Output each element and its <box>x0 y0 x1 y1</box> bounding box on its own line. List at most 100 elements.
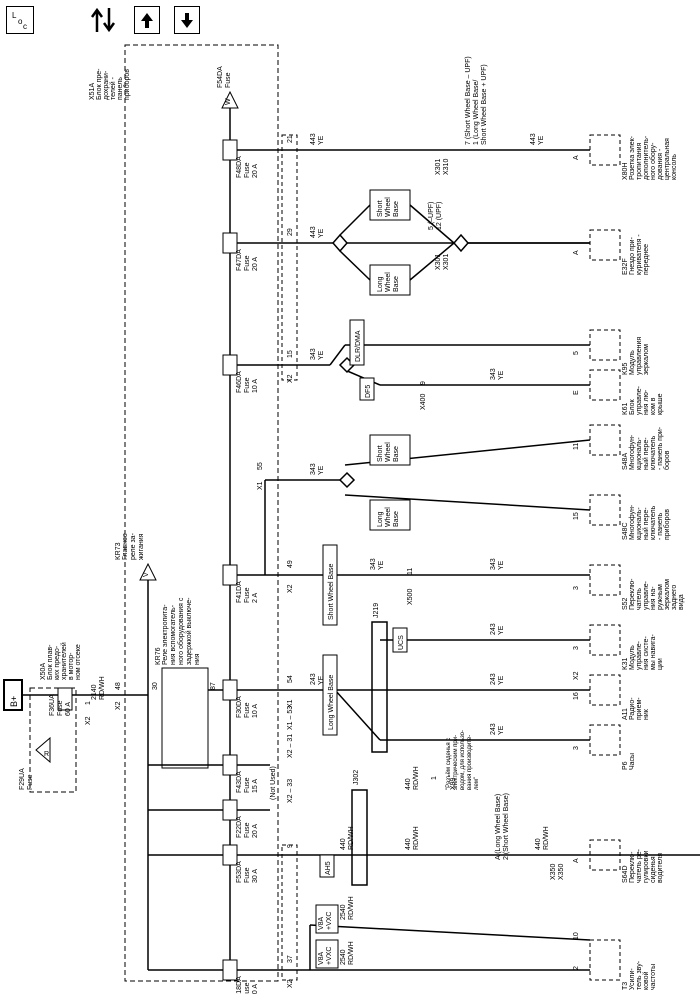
module-a11-pin: 16 <box>573 692 580 700</box>
x301-pin-desc: 1 (Long Wheel Base/ <box>473 80 480 145</box>
fuse-f41da-conn: X2 <box>287 584 294 593</box>
kr76-pin-in: 30 <box>152 682 159 690</box>
dlr-dma-label: DLR/DMA <box>355 330 362 362</box>
x51a-block-label: панель <box>117 77 124 100</box>
fuse-f53da-pin: 9 <box>287 844 294 848</box>
module-x80h-pin: A <box>573 155 580 160</box>
x301-b-label: X301 <box>443 254 450 270</box>
wire-343-c: YE <box>378 560 385 570</box>
module-s48a-ref: S48A <box>622 453 629 470</box>
long-wb-box-a: Base <box>393 276 400 292</box>
x99-label: X99 <box>450 777 457 790</box>
fuse-f43da-label: 15 A <box>252 779 259 793</box>
module-e32f-desc: куривателя - <box>636 234 643 275</box>
up-button[interactable] <box>134 6 160 34</box>
module-t3-pin: 10 <box>573 932 580 940</box>
f54-tri-label: W <box>225 98 232 105</box>
x301-x310-label: X301 <box>435 159 442 175</box>
module-a11-desc: прием- <box>636 697 643 720</box>
x50a-block-label: X50A <box>40 663 47 680</box>
module-x80h-desc: Розетка элек- <box>629 135 636 180</box>
module-p6-pin: 3 <box>573 746 580 750</box>
down-button[interactable] <box>174 6 200 34</box>
fuse-f30da-conn: X1 <box>287 699 294 708</box>
fuse-f43da-pin: X2 – 31 <box>287 734 294 758</box>
module-s48a-desc: - панель при- <box>657 426 664 470</box>
wire-443-c: 443 <box>530 133 537 145</box>
wire-343-c: 343 <box>370 558 377 570</box>
x301-x310-label: X310 <box>443 159 450 175</box>
kr76-ref: KR76 <box>155 647 162 665</box>
module-s48c-desc: - панель <box>657 512 664 540</box>
wire-440-c: 440 <box>405 778 412 790</box>
b-plus-label: B+ <box>9 696 19 707</box>
kr76-pin-out: 87 <box>210 682 217 690</box>
x350-pins: A (Long Wheel Base) <box>495 794 502 860</box>
kr73-label: реле за- <box>130 532 137 560</box>
x301-b-pins: 12 (UPF) <box>436 202 443 230</box>
x301-pin-desc: 7 (Short Wheel Base – UPF) <box>465 56 472 145</box>
module-s64d-desc: сиденья <box>650 856 657 883</box>
x350-pins: 2 (Short Wheel Base) <box>503 793 510 860</box>
fuse-f46da-label: Fuse <box>244 377 251 393</box>
fuse-f18da-pin: 37 <box>287 955 294 963</box>
v8a-top-label: +VXC <box>326 912 333 930</box>
fuse-f29ua-label: F29UA <box>19 768 26 790</box>
wire-343-b: YE <box>318 465 325 475</box>
x99-desc: водом, для использо- <box>460 730 466 790</box>
module-k31-desc: ции <box>657 658 664 670</box>
module-e32f-pin: A <box>573 250 580 255</box>
fuse-f46da-label: F46DA <box>236 371 243 393</box>
j219-label: J219 <box>373 603 380 618</box>
fuse-f18da-label: Fuse <box>244 982 251 994</box>
fuse-f41da-label: 2 A <box>252 593 259 603</box>
fuse-f46da-conn: X2 <box>287 374 294 383</box>
short-wb-box-a: Wheel <box>385 197 392 217</box>
x50a-block-label: ном отсеке <box>75 644 82 680</box>
module-x80h-desc: ного обору- <box>649 142 657 180</box>
swap-direction-button[interactable] <box>88 6 120 34</box>
module-s52-pin: 3 <box>573 586 580 590</box>
x500-pin: 11 <box>407 568 414 575</box>
module-a11-desc: Радио- <box>629 697 636 720</box>
module-t3-desc: тель зву- <box>636 960 643 990</box>
wire-440-b: RD/WH <box>413 826 420 850</box>
module-s52-desc: заднего <box>671 585 678 610</box>
wire-243-c: 243 <box>490 673 497 685</box>
x99-desc: лем" <box>474 777 480 790</box>
module-a11-ref: A11 <box>622 708 629 720</box>
wire-243-d: YE <box>498 725 505 735</box>
module-s52-desc: ружным <box>657 584 664 610</box>
module-t3-ref: T3 <box>622 982 629 990</box>
x400-pin: 9 <box>420 381 427 385</box>
fuse-f22da-label: F22DA <box>236 816 243 838</box>
lwb-option-label: Long Wheel Base <box>328 675 335 730</box>
module-s48a-desc: боров <box>663 450 671 470</box>
x51a-block-label: X51A <box>89 83 96 100</box>
x50a-block-label: в мотор- <box>68 652 75 680</box>
module-k31-desc: управле- <box>636 640 643 670</box>
x301-b-pins: 5 (–UPF) <box>428 202 435 230</box>
module-k61-desc: Блок <box>629 398 636 415</box>
module-a11-conn: X2 <box>573 671 580 680</box>
fuse-f22da-label: 20 A <box>252 824 259 838</box>
wire-243-d: 243 <box>490 723 497 735</box>
kr76-label: ного оборудования с <box>177 597 185 665</box>
module-k95-ref: K95 <box>622 362 629 375</box>
x51a-block-label: Блок пре- <box>96 68 103 100</box>
module-s64d-ref: S64D <box>622 865 629 883</box>
short-wb-box-a: Base <box>393 201 400 217</box>
wire-443-a: YE <box>318 135 325 145</box>
short-wb-box-b: Base <box>393 446 400 462</box>
v8a-bottom-label: V8A <box>318 951 325 965</box>
fuse-f29ua-label: Fuse <box>27 774 34 790</box>
wire-343-a: YE <box>318 350 325 360</box>
fuse-f18da-label: 30 A <box>252 984 259 994</box>
module-s48c-ref: S48C <box>622 522 629 540</box>
module-s48a-desc: кциональ- <box>636 437 643 470</box>
module-s48c-desc: ный пере- <box>642 507 650 540</box>
kr73-label: жигания <box>138 533 145 560</box>
svg-text:c: c <box>23 22 27 31</box>
wire-443-b: YE <box>318 228 325 238</box>
